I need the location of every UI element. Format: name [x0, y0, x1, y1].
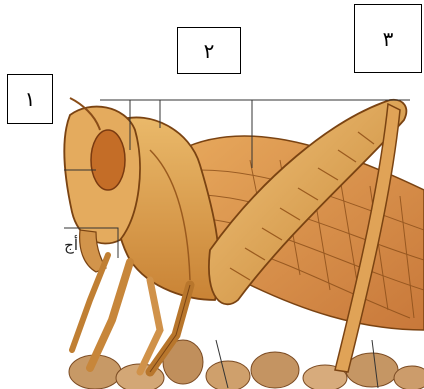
ground-pebbles [69, 340, 424, 389]
side-label: أج [62, 236, 78, 254]
label-3-text: ٣ [383, 27, 394, 51]
label-2-text: ٢ [204, 39, 215, 63]
label-box-3: ٣ [354, 4, 422, 73]
label-box-2: ٢ [177, 27, 241, 74]
label-1-text: ١ [25, 87, 36, 111]
label-box-1: ١ [7, 74, 53, 124]
compound-eye [91, 130, 125, 190]
